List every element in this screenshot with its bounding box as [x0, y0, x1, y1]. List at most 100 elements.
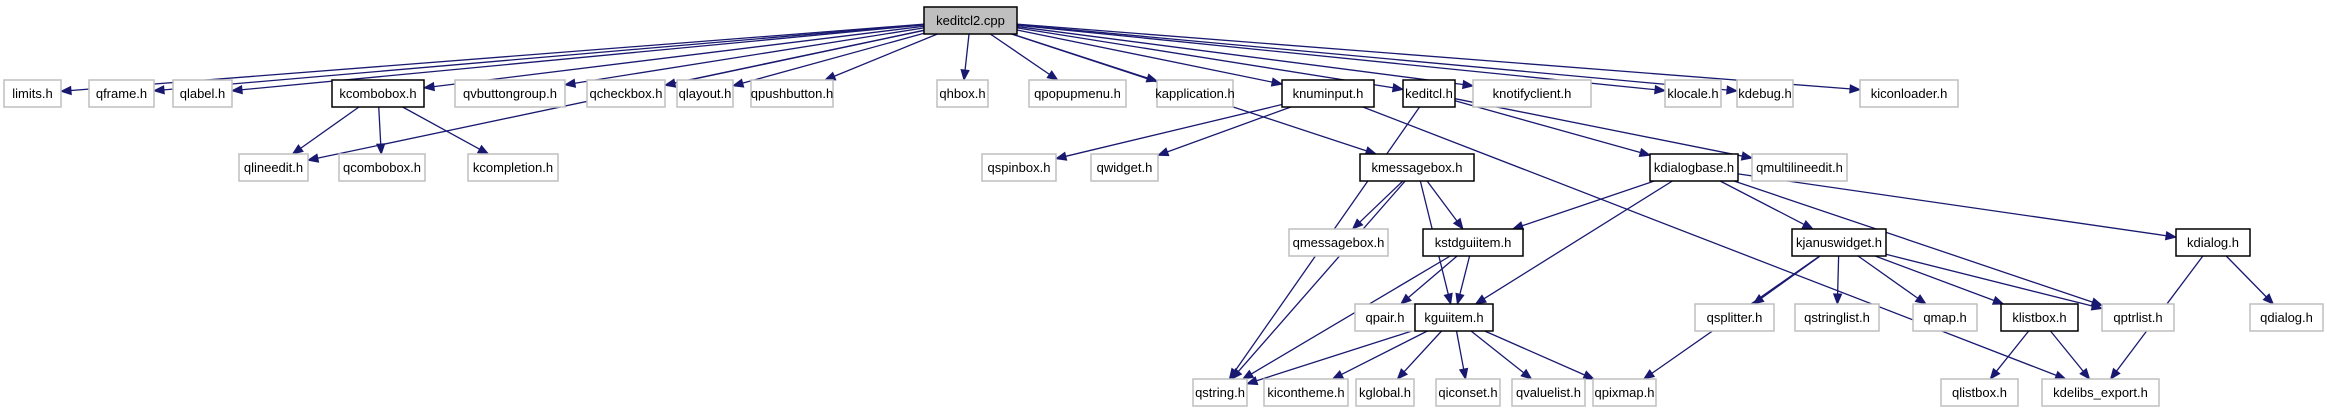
edge-line	[163, 23, 925, 91]
arrowhead-icon	[1461, 79, 1475, 90]
edge-line	[1996, 330, 2030, 372]
node-qpair-h: qpair.h	[1354, 303, 1416, 332]
edge-kstdguiitem_h-to-kguiitem_h	[1455, 255, 1471, 306]
arrowhead-icon	[2054, 370, 2067, 380]
arrowhead-icon	[1801, 219, 1815, 230]
edge-line	[1874, 255, 1995, 302]
node-box	[2101, 303, 2175, 332]
node-box	[1354, 303, 1416, 332]
arrowhead-icon	[1474, 294, 1488, 305]
node-box	[467, 153, 559, 182]
edge-line	[1167, 106, 1292, 153]
node-kcompletion-h: kcompletion.h	[467, 153, 559, 182]
node-keditcl-h[interactable]: keditcl.h	[1402, 79, 1456, 108]
node-keditcl2-cpp[interactable]: keditcl2.cpp	[923, 6, 1018, 35]
node-box	[1592, 378, 1657, 407]
node-knuminput-h[interactable]: knuminput.h	[1281, 79, 1375, 108]
node-qhbox-h: qhbox.h	[936, 79, 989, 108]
node-label: kguiitem.h	[1424, 310, 1483, 325]
node-box	[1751, 153, 1848, 182]
edge-line	[964, 33, 970, 71]
node-kjanuswidget-h[interactable]: kjanuswidget.h	[1791, 228, 1887, 257]
node-kdebug-h: kdebug.h	[1736, 79, 1794, 108]
node-box	[1859, 79, 1959, 108]
node-qpopupmenu-h: qpopupmenu.h	[1028, 79, 1127, 108]
arrowhead-icon	[1458, 367, 1469, 381]
edge-line	[1459, 255, 1471, 295]
node-label: qmap.h	[1923, 310, 1966, 325]
edge-keditcl2_cpp-to-qhbox_h	[960, 33, 970, 82]
node-kstdguiitem-h[interactable]: kstdguiitem.h	[1422, 228, 1524, 257]
edge-keditcl2_cpp-to-qframe_h	[152, 23, 925, 95]
edge-keditcl2_cpp-to-qlayout_h	[731, 32, 925, 88]
node-qmultilineedit-h: qmultilineedit.h	[1751, 153, 1848, 182]
node-box	[1414, 303, 1494, 332]
edge-kguiitem_h-to-qvaluelist_h	[1470, 330, 1533, 380]
node-qpixmap-h: qpixmap.h	[1592, 378, 1657, 407]
node-qptrlist-h: qptrlist.h	[2101, 303, 2175, 332]
node-qstring-h: qstring.h	[1192, 378, 1248, 407]
edge-keditcl2_cpp-to-keditcl_h	[1016, 27, 1405, 93]
node-box	[238, 153, 309, 182]
edge-line	[1454, 98, 1743, 157]
node-label: kglobal.h	[1359, 385, 1411, 400]
node-box	[1090, 153, 1159, 182]
edge-kguiitem_h-to-kglobal_h	[1396, 330, 1443, 380]
node-box	[1156, 79, 1234, 108]
node-qframe-h: qframe.h	[88, 79, 155, 108]
arrowhead-icon	[1452, 217, 1464, 231]
node-klistbox-h[interactable]: klistbox.h	[2000, 303, 2079, 332]
node-label: klistbox.h	[2012, 310, 2066, 325]
edge-line	[1016, 29, 1273, 83]
node-label: kicontheme.h	[1267, 385, 1344, 400]
arrowhead-icon	[1991, 295, 2005, 305]
arrowhead-icon	[1752, 294, 1765, 305]
node-qdialog-h: qdialog.h	[2249, 303, 2324, 332]
edge-line	[1016, 24, 1728, 91]
node-qmessagebox-h: qmessagebox.h	[1288, 228, 1389, 257]
node-kmessagebox-h[interactable]: kmessagebox.h	[1359, 153, 1475, 182]
edge-line	[2049, 330, 2084, 372]
node-box	[981, 153, 1057, 182]
edge-line	[1408, 255, 1458, 299]
edge-line	[300, 106, 360, 149]
arrowhead-icon	[1455, 292, 1465, 306]
arrowhead-icon	[1391, 83, 1405, 93]
node-box	[1355, 378, 1415, 407]
edge-kdialogbase_h-to-kguiitem_h	[1474, 180, 1673, 305]
edge-line	[1016, 24, 1656, 91]
node-label: kiconloader.h	[1871, 86, 1948, 101]
arrowhead-icon	[1832, 293, 1843, 306]
node-label: qmessagebox.h	[1293, 235, 1385, 250]
edge-line	[574, 27, 925, 84]
node-label: keditcl.h	[1405, 86, 1453, 101]
edge-kmessagebox_h-to-qmessagebox_h	[1351, 180, 1404, 230]
arrowhead-icon	[1396, 368, 1409, 380]
arrowhead-icon	[2079, 367, 2091, 381]
node-label: qsplitter.h	[1707, 310, 1763, 325]
arrowhead-icon	[1726, 85, 1739, 95]
node-label: qvaluelist.h	[1516, 385, 1581, 400]
edge-kguiitem_h-to-kicontheme_h	[1331, 330, 1428, 380]
edge-line	[433, 25, 925, 88]
node-box	[586, 79, 666, 108]
arrowhead-icon	[1849, 84, 1862, 94]
node-kguiitem-h[interactable]: kguiitem.h	[1414, 303, 1494, 332]
node-kapplication-h: kapplication.h	[1155, 79, 1235, 108]
node-box	[2000, 303, 2079, 332]
node-label: kdelibs_export.h	[2053, 385, 2148, 400]
node-kcombobox-h[interactable]: kcombobox.h	[331, 79, 425, 108]
node-kiconloader-h: kiconloader.h	[1859, 79, 1959, 108]
node-kdialog-h[interactable]: kdialog.h	[2175, 228, 2251, 257]
node-box	[1359, 153, 1475, 182]
arrowhead-icon	[59, 85, 72, 96]
arrowhead-icon	[960, 69, 970, 82]
arrowhead-icon	[291, 144, 304, 155]
edge-line	[1403, 330, 1443, 373]
edge-line	[1454, 100, 1641, 154]
edge-kjanuswidget_h-to-qmap_h	[1857, 255, 1928, 305]
edge-knuminput_h-to-qwidget_h	[1156, 106, 1292, 157]
node-kdialogbase-h[interactable]: kdialogbase.h	[1649, 153, 1739, 182]
edge-line	[834, 33, 938, 77]
